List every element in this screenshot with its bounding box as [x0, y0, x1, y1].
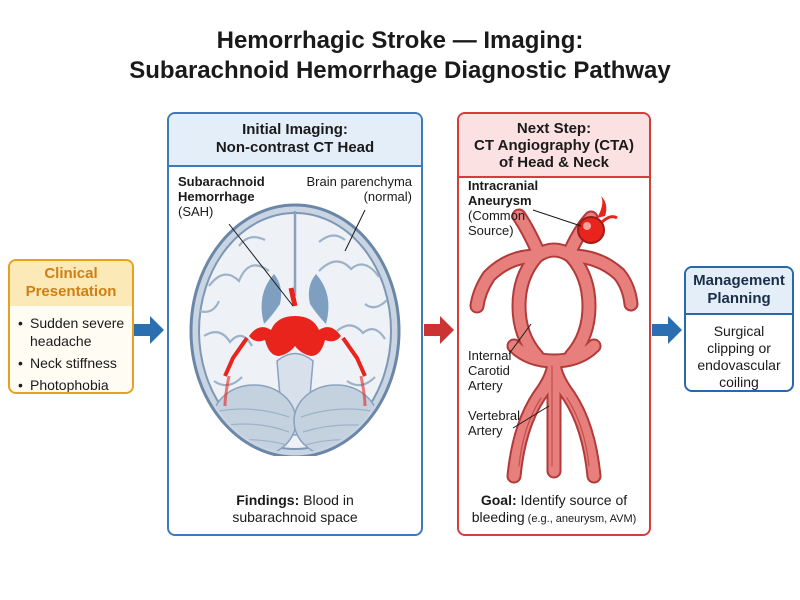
management-text-3: endovascular: [697, 357, 781, 373]
ct-imaging-header: Initial Imaging: Non-contrast CT Head: [169, 114, 421, 167]
aneurysm-label-line1: Intracranial: [468, 178, 539, 193]
management-text-4: coiling: [719, 374, 759, 390]
aneurysm-label-line4: Source): [468, 223, 514, 238]
cta-goal: Goal: Identify source of bleeding (e.g.,…: [459, 492, 649, 528]
sah-label: Subarachnoid Hemorrhage (SAH): [178, 174, 265, 219]
findings-text-1: Blood in: [299, 492, 354, 508]
arrow-to-ct-icon: [134, 316, 164, 344]
vertebral-label-line2: Artery: [468, 423, 503, 438]
brain-label-line1: Brain parenchyma: [306, 174, 413, 189]
management-heading-line2: Planning: [707, 290, 771, 307]
carotid-label-line1: Internal: [468, 348, 512, 363]
clinical-presentation-box: Clinical Presentation Sudden severe head…: [8, 259, 134, 394]
sah-label-line3: (SAH): [178, 204, 214, 219]
cta-heading-line2: CT Angiography (CTA): [474, 137, 634, 154]
aneurysm-label-line3: (Common: [468, 208, 526, 223]
management-text-2: clipping or: [707, 340, 771, 356]
title-line-1: Hemorrhagic Stroke — Imaging:: [216, 27, 584, 54]
findings-label: Findings:: [236, 492, 300, 508]
clinical-presentation-header: Clinical Presentation: [10, 261, 132, 306]
ct-brain-axial-image: [189, 203, 401, 456]
symptom-list: Sudden severe headache Neck stiffness Ph…: [10, 306, 132, 392]
vertebral-artery-label: Vertebral Artery: [468, 408, 520, 438]
clinical-heading-line1: Clinical: [44, 265, 98, 282]
aneurysm-label-line2: Aneurysm: [468, 193, 532, 208]
goal-text-1: Identify source of: [516, 492, 628, 508]
internal-carotid-label: Internal Carotid Artery: [468, 348, 511, 393]
vertebral-label-line1: Vertebral: [468, 408, 521, 423]
carotid-label-line2: Carotid: [468, 363, 510, 378]
arrow-to-cta-icon: [424, 316, 454, 344]
carotid-label-line3: Artery: [468, 378, 503, 393]
cta-heading-line3: of Head & Neck: [498, 154, 610, 171]
findings-text-2: subarachnoid space: [232, 509, 358, 525]
ct-heading-line2: Non-contrast CT Head: [215, 139, 375, 156]
symptom-item: Neck stiffness: [18, 354, 128, 372]
cta-imaging-box: Next Step: CT Angiography (CTA) of Head …: [457, 112, 651, 536]
goal-label: Goal:: [480, 492, 517, 508]
cta-imaging-header: Next Step: CT Angiography (CTA) of Head …: [459, 114, 649, 178]
brain-label-line2: (normal): [363, 189, 412, 204]
ct-findings: Findings: Blood in subarachnoid space: [169, 492, 421, 526]
cerebral-arteries-image: [469, 196, 639, 484]
arrow-to-management-icon: [652, 316, 682, 344]
title-line-2: Subarachnoid Hemorrhage Diagnostic Pathw…: [129, 57, 671, 84]
goal-text-2: bleeding: [471, 509, 525, 525]
brain-parenchyma-label: Brain parenchyma (normal): [307, 174, 413, 204]
sah-label-line1: Subarachnoid: [178, 174, 265, 189]
management-body: Surgical clipping or endovascular coilin…: [686, 315, 792, 390]
symptom-item: Sudden severe headache: [18, 314, 128, 350]
ct-heading-line1: Initial Imaging:: [242, 121, 348, 138]
sah-label-line2: Hemorrhage: [178, 189, 255, 204]
management-planning-box: Management Planning Surgical clipping or…: [684, 266, 794, 392]
diagram-title: Hemorrhagic Stroke — Imaging: Subarachno…: [0, 26, 800, 86]
management-text-1: Surgical: [713, 323, 765, 339]
aneurysm-label: Intracranial Aneurysm (Common Source): [468, 178, 538, 238]
management-heading-line1: Management: [693, 272, 785, 289]
symptom-item: Photophobia: [18, 376, 128, 392]
goal-text-examples: (e.g., aneurysm, AVM): [524, 513, 637, 525]
clinical-heading-line2: Presentation: [25, 283, 117, 300]
management-planning-header: Management Planning: [686, 268, 792, 315]
cta-heading-line1: Next Step:: [516, 120, 592, 137]
ct-imaging-box: Initial Imaging: Non-contrast CT Head: [167, 112, 423, 536]
